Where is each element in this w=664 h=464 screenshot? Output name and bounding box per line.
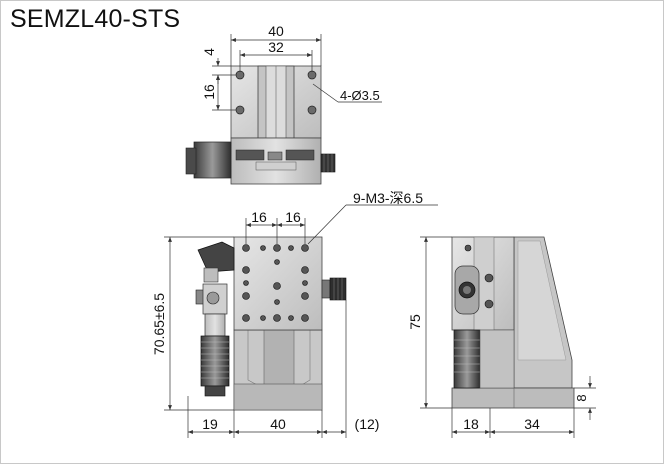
front-view-dimensions: 16 16 9-M3-深6.5 70.65±6.5 19 40 (12) [151,190,438,438]
top-view [185,65,336,185]
top-view-dimensions: 40 32 4 16 4-Ø3.5 [201,23,382,111]
dim-side-depth-front: 18 [463,416,479,432]
tap-callout: 9-M3-深6.5 [353,190,423,206]
tapped-holes [242,244,309,322]
mount-hole [307,70,317,80]
hole-callout: 4-Ø3.5 [340,88,380,103]
dim-base-thickness: 8 [574,394,589,401]
mount-hole [307,105,317,115]
side-view-micrometer [453,329,481,389]
drawing-title: SEMZL40-STS [10,5,181,33]
dim-front-hole-spacing-left: 16 [251,209,267,225]
side-view-base [451,387,575,409]
side-view-dimensions: 75 8 18 34 [407,236,596,438]
dim-table-width: 40 [270,416,286,432]
mount-hole [235,70,245,80]
dim-top-width: 40 [268,23,284,39]
top-view-body [230,137,322,185]
micrometer-head [195,241,235,397]
dim-height-range: 70.65±6.5 [151,293,167,355]
dim-micrometer-offset: 19 [202,416,218,432]
mount-hole [235,105,245,115]
front-view [195,236,347,411]
micrometer-side [193,141,232,179]
dim-front-hole-spacing-right: 16 [285,209,301,225]
dim-side-height: 75 [407,314,423,330]
dim-top-hole-spacing: 32 [268,39,284,55]
dim-side-depth-back: 34 [524,416,540,432]
dim-top-hole-pitch: 16 [201,84,217,100]
side-view [451,236,575,409]
dim-top-edge: 4 [201,48,217,56]
dim-knob-ref: (12) [355,416,380,432]
